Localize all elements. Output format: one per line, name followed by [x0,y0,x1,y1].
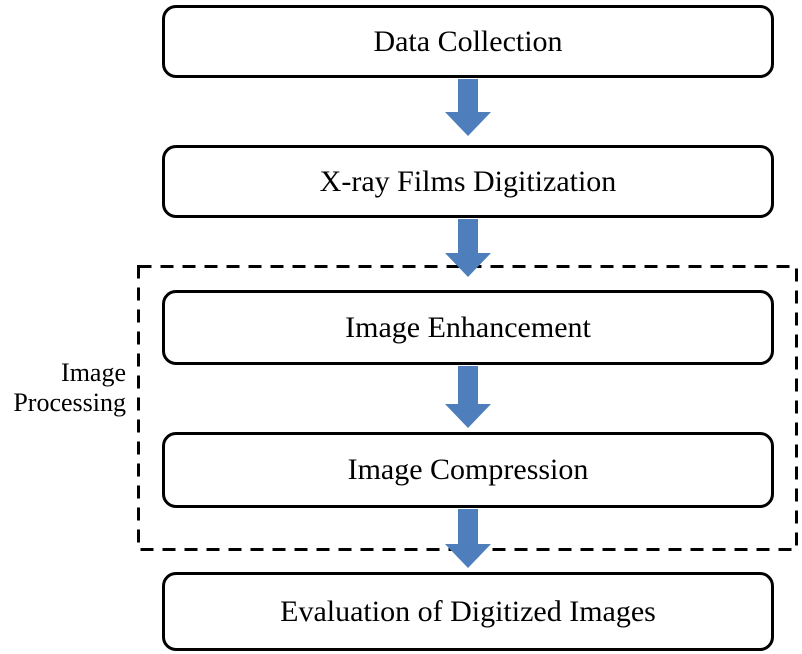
flow-arrow-1 [445,79,491,136]
image-processing-group-label: Image Processing [13,358,126,417]
node-image-enhancement: Image Enhancement [162,290,774,365]
flow-arrow-2 [445,219,491,277]
node-image-compression: Image Compression [162,432,774,508]
node-data-collection: Data Collection [162,5,774,78]
node-xray-films-digitization: X-ray Films Digitization [162,145,774,218]
node-image-enhancement-label: Image Enhancement [345,310,591,344]
node-evaluation-of-digitized-images: Evaluation of Digitized Images [162,572,774,651]
node-evaluation-of-digitized-images-label: Evaluation of Digitized Images [280,594,656,628]
node-image-compression-label: Image Compression [347,453,589,486]
node-xray-films-digitization-label: X-ray Films Digitization [319,164,617,198]
flow-arrow-4 [445,509,491,568]
flow-arrow-3 [445,366,491,428]
node-data-collection-label: Data Collection [373,24,563,58]
